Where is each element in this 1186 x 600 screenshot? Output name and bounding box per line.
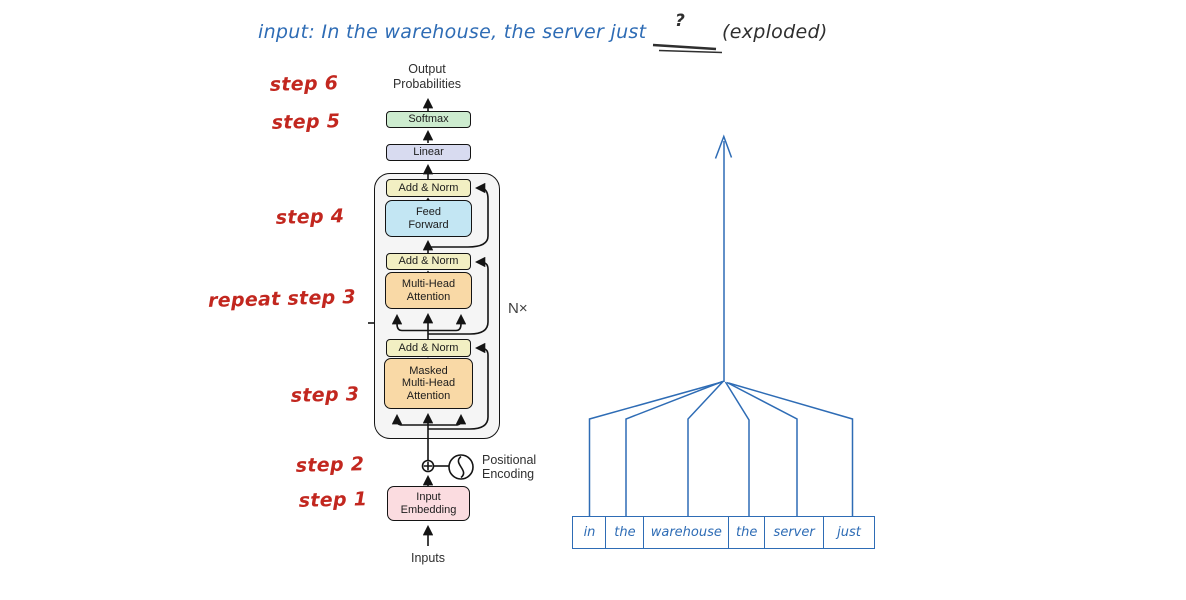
positional-encoding-label: Positional Encoding [482,453,537,481]
token-strip: in the warehouse the server just [572,516,876,549]
token-box: just [823,516,876,549]
feed-forward-box: Feed Forward [385,200,472,237]
inputs-label: Inputs [410,551,446,565]
output-probabilities-label: Output Probabilities [392,62,462,91]
step-label-1: step 1 [298,488,368,512]
add-norm-mid-box: Add & Norm [386,253,471,270]
token-box: server [763,516,825,549]
sine-wave-icon [448,454,474,480]
title-prompt: input: In the warehouse, the server just [258,21,647,43]
step-label-4: step 4 [275,205,345,229]
input-embedding-box: Input Embedding [387,486,470,521]
title-note: (exploded) [722,21,828,43]
title-blank-question-mark: ? [675,11,686,31]
add-norm-bottom-box: Add & Norm [386,339,471,357]
add-norm-top-box: Add & Norm [386,179,471,197]
attention-fan-lines [588,134,854,516]
step-label-3: step 3 [290,383,360,407]
step-label-5: step 5 [271,110,341,134]
blank-underline [652,43,723,54]
step-label-repeat-3: repeat step 3 [207,286,357,312]
token-box: in [572,516,607,549]
masked-multi-head-attention-box: Masked Multi-Head Attention [384,358,473,409]
token-box: warehouse [642,516,730,549]
linear-box: Linear [386,144,471,161]
plus-circle-icon [421,459,435,473]
nx-label: N× [508,300,528,317]
token-box: the [728,516,766,549]
multi-head-attention-box: Multi-Head Attention [385,272,472,309]
step-label-2: step 2 [295,453,365,477]
step-label-6: step 6 [269,72,339,96]
softmax-box: Softmax [386,111,471,128]
token-box: the [605,516,645,549]
